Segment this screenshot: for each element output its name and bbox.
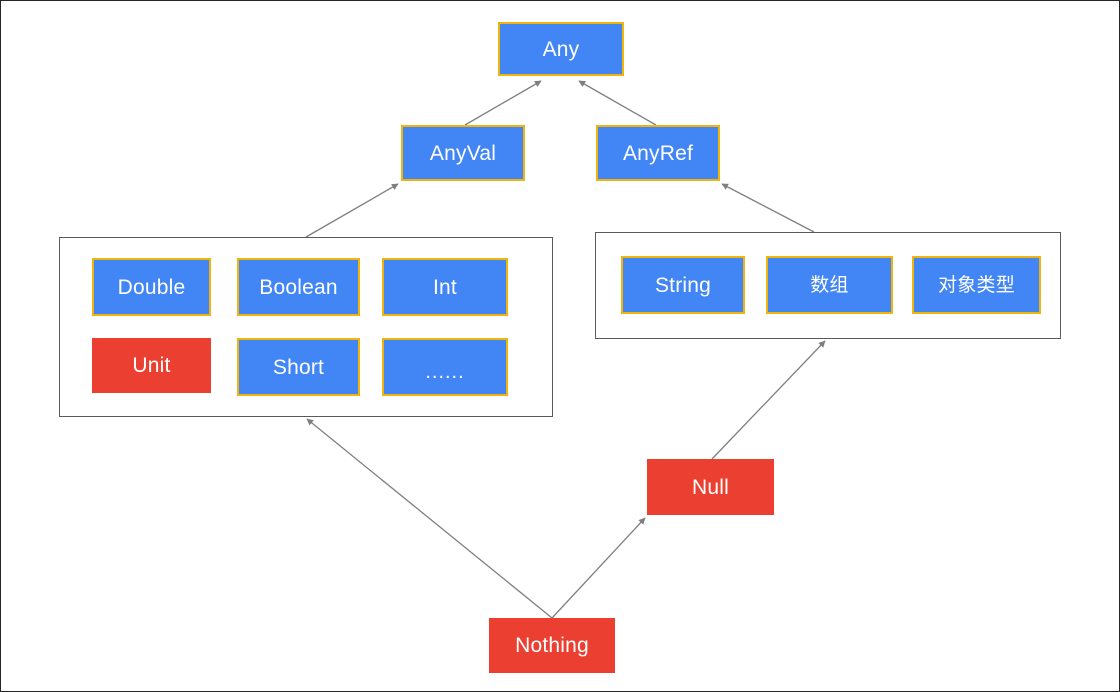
node-any-label: Any [542, 37, 580, 61]
node-etc-label: ...... [425, 361, 465, 383]
node-boolean[interactable]: Boolean [237, 258, 360, 316]
node-string[interactable]: String [621, 256, 745, 314]
node-anyref[interactable]: AnyRef [596, 125, 720, 181]
node-array-label: 数组 [810, 274, 849, 296]
node-short[interactable]: Short [237, 338, 360, 396]
node-nothing-label: Nothing [515, 634, 589, 657]
node-double[interactable]: Double [92, 258, 211, 316]
node-double-label: Double [117, 275, 186, 299]
node-anyval-label: AnyVal [429, 141, 497, 165]
edge-null-to-anyref-group [711, 340, 826, 460]
node-int-label: Int [433, 275, 457, 299]
node-object-type-label: 对象类型 [938, 274, 1015, 296]
node-anyref-label: AnyRef [622, 141, 694, 165]
node-int[interactable]: Int [382, 258, 508, 316]
node-array[interactable]: 数组 [766, 256, 893, 314]
node-string-label: String [654, 273, 712, 297]
node-any[interactable]: Any [498, 22, 624, 76]
edge-anyval-to-any [464, 80, 542, 126]
node-nothing[interactable]: Nothing [489, 618, 615, 673]
edge-anyref-group-to-anyref [721, 183, 815, 233]
node-object-type[interactable]: 对象类型 [912, 256, 1041, 314]
edge-nothing-to-anyval-group [306, 418, 553, 619]
node-unit[interactable]: Unit [92, 338, 211, 393]
node-etc[interactable]: ...... [382, 338, 508, 396]
edge-nothing-to-null [551, 517, 646, 619]
node-null[interactable]: Null [647, 459, 774, 515]
node-short-label: Short [272, 355, 325, 379]
node-null-label: Null [692, 475, 729, 499]
node-anyval[interactable]: AnyVal [401, 125, 525, 181]
node-unit-label: Unit [132, 354, 171, 377]
edge-anyval-group-to-anyval [305, 183, 399, 238]
edge-anyref-to-any [578, 80, 657, 126]
node-boolean-label: Boolean [259, 275, 338, 299]
